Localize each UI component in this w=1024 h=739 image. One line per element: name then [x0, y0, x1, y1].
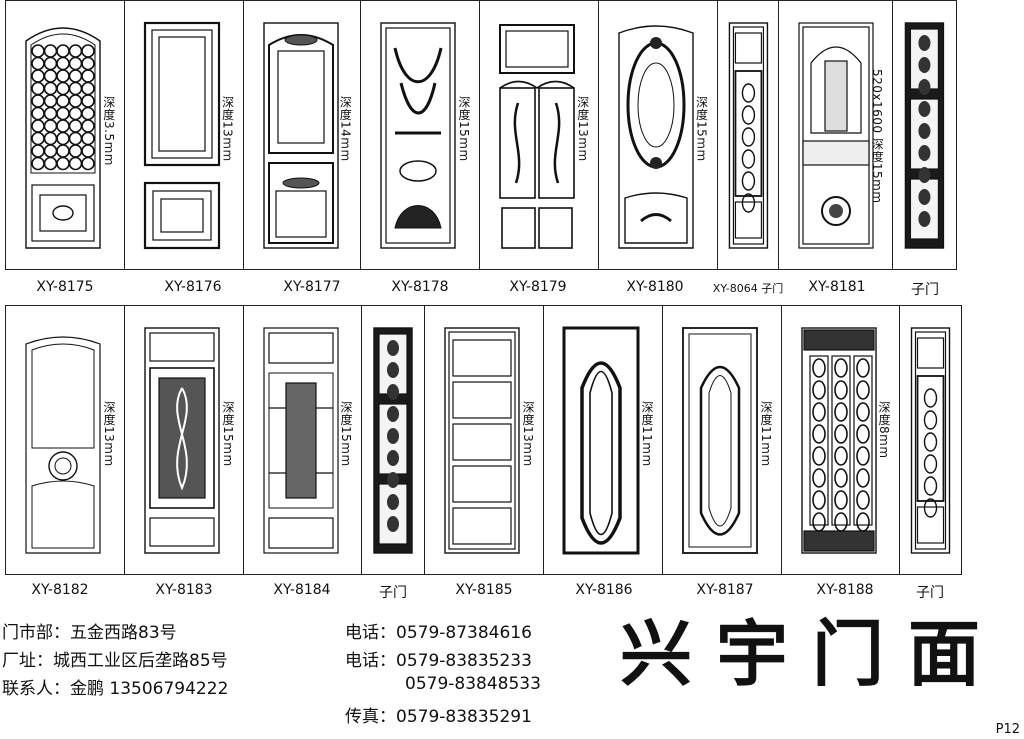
- brand-logo: 兴宇门面: [620, 612, 1005, 696]
- phone-1: 电话：0579-87384616: [345, 623, 532, 643]
- door-cell: 深度13mm: [425, 306, 544, 574]
- door-cell: 深度11mm: [544, 306, 663, 574]
- model-code: 子门: [379, 585, 407, 601]
- depth-label: 深度14mm: [338, 96, 353, 162]
- door-cell: [900, 306, 961, 574]
- door-cell: 深度15mm: [244, 306, 362, 574]
- door-drawing-narrow2: [910, 327, 951, 554]
- depth-label: 深度13mm: [102, 401, 116, 467]
- depth-label: 深度3.5mm: [101, 96, 116, 166]
- door-drawing-lattice: [25, 27, 101, 249]
- door-drawing-narrowdark2: [373, 327, 413, 554]
- door-cell: 520x1600 深度15mm: [779, 1, 894, 269]
- door-drawing-capsule2: [682, 327, 758, 554]
- page-number: P12: [995, 722, 1020, 737]
- door-cell: 深度8mm: [782, 306, 900, 574]
- depth-label: 520x1600 深度15mm: [870, 69, 885, 204]
- model-code: XY-8180: [626, 279, 684, 295]
- depth-label: 深度15mm: [339, 401, 353, 467]
- model-code: XY-8183: [155, 582, 213, 598]
- door-drawing-narrow: [728, 22, 768, 249]
- model-code: XY-8181: [808, 279, 866, 295]
- door-cell: 深度14mm: [244, 1, 362, 269]
- model-code: XY-8176: [164, 279, 222, 295]
- door-cell: 深度3.5mm: [6, 1, 125, 269]
- door-drawing-round: [798, 22, 874, 249]
- model-code: XY-8182: [31, 582, 89, 598]
- door-cell: 深度13mm: [6, 306, 125, 574]
- door-drawing-narrowdark: [904, 22, 945, 249]
- catalog-row-1: 深度3.5mm 深度13mm 深度14mm 深度15mm 深度13mm 深度15…: [5, 0, 957, 270]
- fax: 传真：0579-83835291: [345, 707, 532, 727]
- model-code: XY-8175: [36, 279, 94, 295]
- depth-label: 深度13mm: [575, 96, 590, 162]
- door-cell: 深度15mm: [599, 1, 718, 269]
- door-drawing-split: [499, 24, 575, 249]
- model-code: 子门: [916, 585, 944, 601]
- door-drawing-oval: [618, 25, 694, 249]
- door-drawing-raised: [143, 21, 220, 250]
- door-cell: [893, 1, 956, 269]
- model-code: XY-8184: [273, 582, 331, 598]
- door-cell: 深度11mm: [663, 306, 782, 574]
- door-drawing-carved2: [144, 327, 220, 554]
- model-code: XY-8178: [391, 279, 449, 295]
- door-cell: 深度15mm: [361, 1, 480, 269]
- door-cell: [718, 1, 780, 269]
- depth-label: 深度13mm: [220, 96, 235, 162]
- door-drawing-arch: [262, 22, 339, 249]
- door-cell: 深度13mm: [480, 1, 599, 269]
- door-drawing-capsule: [562, 326, 640, 555]
- model-code: XY-8187: [696, 582, 754, 598]
- model-code: XY-8177: [283, 279, 341, 295]
- depth-label: 深度11mm: [759, 401, 773, 467]
- door-cell: 深度13mm: [125, 1, 244, 269]
- phone-3: 0579-83848533: [405, 674, 541, 694]
- phone-2: 电话：0579-83835233: [345, 651, 532, 671]
- door-drawing-cross: [263, 327, 339, 554]
- model-code: XY-8064 子门: [712, 282, 784, 295]
- depth-label: 深度8mm: [877, 401, 891, 459]
- model-code: XY-8186: [575, 582, 633, 598]
- model-code: XY-8179: [509, 279, 567, 295]
- catalog-row-2: 深度13mm 深度15mm 深度15mm 深度13mm 深度11mm 深度11m…: [5, 305, 962, 575]
- store-address: 门市部：五金西路83号: [2, 623, 177, 643]
- depth-label: 深度15mm: [694, 96, 709, 162]
- door-drawing-ornate: [801, 327, 877, 554]
- door-drawing-plain: [25, 336, 101, 554]
- contact-person: 联系人：金鹏 13506794222: [2, 679, 229, 699]
- model-code: 子门: [911, 282, 939, 298]
- door-cell: [362, 306, 425, 574]
- depth-label: 深度13mm: [521, 401, 535, 467]
- door-drawing-panels: [444, 327, 520, 554]
- model-code: XY-8188: [816, 582, 874, 598]
- depth-label: 深度11mm: [640, 401, 654, 467]
- model-code: XY-8185: [455, 582, 513, 598]
- door-drawing-carved: [380, 22, 456, 249]
- factory-address: 厂址：城西工业区后垄路85号: [2, 651, 228, 671]
- door-cell: 深度15mm: [125, 306, 244, 574]
- depth-label: 深度15mm: [221, 401, 235, 467]
- depth-label: 深度15mm: [457, 96, 471, 162]
